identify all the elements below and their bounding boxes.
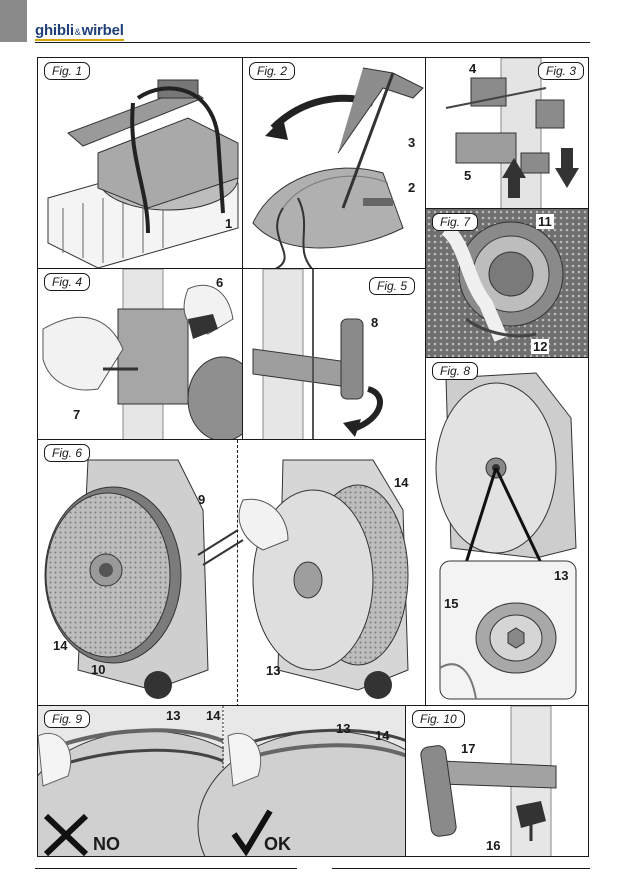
callout-8: 8 [371, 315, 379, 330]
figure-6-divider [237, 440, 238, 705]
callout-14-fig9-ok: 14 [375, 728, 390, 743]
callout-13-fig9-ok: 13 [336, 721, 351, 736]
figure-6-label: Fig. 6 [44, 444, 91, 462]
callout-4: 4 [469, 61, 477, 76]
page-corner-tab [0, 0, 27, 42]
callout-6: 6 [216, 275, 224, 290]
callout-5: 5 [464, 168, 472, 183]
brand-logo: ghibli&wirbel [35, 22, 124, 41]
callout-1: 1 [225, 216, 233, 231]
callout-3: 3 [408, 135, 416, 150]
figure-8-illustration [435, 372, 577, 700]
figure-3-panel: Fig. 3 4 5 [425, 57, 589, 209]
figure-5-panel: Fig. 5 8 [242, 268, 426, 440]
figure-10-label: Fig. 10 [412, 710, 465, 728]
verdict-ok: OK [264, 834, 291, 854]
callout-13-fig9-no: 13 [166, 708, 181, 723]
figure-7-label: Fig. 7 [432, 213, 479, 231]
verdict-no: NO [93, 834, 120, 854]
callout-2: 2 [408, 180, 416, 195]
figure-1-panel: Fig. 1 1 [37, 57, 243, 269]
callout-9: 9 [198, 492, 206, 507]
figure-2-panel: Fig. 2 3 2 [242, 57, 426, 269]
figure-10-panel: Fig. 10 17 16 [405, 705, 589, 857]
callout-13-fig8: 13 [554, 568, 569, 583]
figure-4-panel: Fig. 4 6 7 [37, 268, 243, 440]
figure-10-illustration [420, 706, 557, 856]
figure-9-illustration [38, 706, 405, 856]
figure-5-label: Fig. 5 [369, 277, 416, 295]
figure-4-label: Fig. 4 [44, 273, 91, 291]
header-rule [35, 42, 590, 43]
figure-9-panel: Fig. 9 13 14 13 14 NO OK [37, 705, 406, 857]
figure-5-illustration [252, 269, 383, 439]
callout-11: 11 [536, 214, 554, 229]
footer-rule-right [332, 868, 590, 869]
footer-rule-left [35, 868, 297, 869]
figure-6-panel: Fig. 6 9 14 14 10 13 [37, 439, 426, 706]
figure-4-illustration [42, 269, 242, 439]
brand-underline [35, 39, 124, 41]
figure-3-label: Fig. 3 [538, 62, 585, 80]
figure-7-illustration [426, 209, 588, 357]
figure-2-illustration [252, 67, 424, 268]
callout-14-fig9-no: 14 [206, 708, 221, 723]
figure-2-label: Fig. 2 [249, 62, 296, 80]
figure-1-illustration [47, 79, 239, 268]
figure-9-label: Fig. 9 [44, 710, 91, 728]
callout-16: 16 [486, 838, 501, 853]
figure-7-panel: Fig. 7 11 12 [425, 208, 589, 358]
callout-14-left: 14 [53, 638, 68, 653]
callout-12: 12 [531, 339, 550, 354]
figure-1-label: Fig. 1 [44, 62, 91, 80]
callout-17: 17 [461, 741, 476, 756]
callout-14-right: 14 [394, 475, 409, 490]
figure-8-label: Fig. 8 [432, 362, 479, 380]
figure-6-illustration [44, 459, 409, 699]
callout-10: 10 [91, 662, 106, 677]
callout-15: 15 [444, 596, 459, 611]
callout-13: 13 [266, 663, 281, 678]
figure-8-panel: Fig. 8 13 15 [425, 357, 589, 706]
callout-7: 7 [73, 407, 81, 422]
figure-3-illustration [445, 58, 579, 208]
